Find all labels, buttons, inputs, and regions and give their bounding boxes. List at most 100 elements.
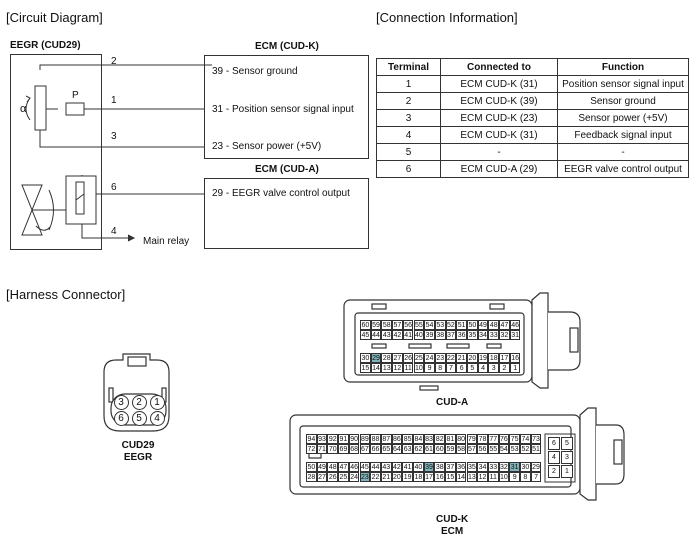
cudk-pin: 61: [423, 444, 435, 454]
cuda-pin: 1: [509, 363, 521, 373]
table-header-row: Terminal Connected to Function: [376, 58, 689, 76]
cuda-pin: 46: [509, 320, 521, 330]
cuda-pin: 6: [456, 363, 467, 373]
cuda-pin: 52: [445, 320, 457, 330]
cudk-pin: 91: [338, 434, 349, 444]
cudk-pin: 67: [359, 444, 371, 454]
cudk-pin: 40: [413, 462, 424, 472]
cudk-pin: 7: [530, 472, 542, 482]
ecm-k-title: ECM (CUD-K): [255, 41, 319, 52]
cud29-label: CUD29: [121, 440, 155, 451]
cuda-pin: 35: [467, 330, 478, 340]
wire-number-6: 6: [111, 182, 117, 193]
cudk-pin: 44: [370, 462, 381, 472]
cudk-pin: 66: [370, 444, 381, 454]
cuda-pin: 45: [360, 330, 371, 340]
ecm-k-box: [204, 55, 369, 159]
cuda-pin: 49: [477, 320, 489, 330]
cudk-pin: 25: [338, 472, 349, 482]
cudk-pin: 21: [380, 472, 392, 482]
cuda-pin: 25: [413, 353, 425, 363]
cuda-pin: 7: [445, 363, 457, 373]
cudk-pin: 45: [359, 462, 371, 472]
cudk-pin: 52: [520, 444, 531, 454]
cuda-pin: 36: [456, 330, 467, 340]
cudk-pin: 81: [445, 434, 456, 444]
cudk-pin: 22: [370, 472, 381, 482]
cudk-pin: 38: [434, 462, 446, 472]
cudk-pin: 93: [316, 434, 328, 444]
cuda-pin: 32: [499, 330, 510, 340]
cudk-pin: 13: [466, 472, 478, 482]
cudk-pin: 17: [423, 472, 435, 482]
cudk-pin: 80: [455, 434, 467, 444]
cudk-pin: 12: [477, 472, 488, 482]
cudk-side-pin: 5: [561, 437, 573, 450]
cudk-side-pin: 2: [548, 465, 560, 478]
cudk-pin: 53: [509, 444, 520, 454]
cudk-pin: 64: [391, 444, 403, 454]
cuda-pin: 4: [477, 363, 489, 373]
cuda-pin: 23: [434, 353, 446, 363]
cudk-pin: 47: [338, 462, 349, 472]
cudk-pin: 49: [316, 462, 328, 472]
cudk-pin: 89: [359, 434, 371, 444]
cudk-pin: 76: [498, 434, 510, 444]
cuda-pin: 19: [477, 353, 489, 363]
cuda-pin: 41: [402, 330, 414, 340]
cudk-pin: 28: [306, 472, 317, 482]
cudk-pin: 78: [477, 434, 488, 444]
cuda-pin: 21: [456, 353, 467, 363]
cudk-pin: 77: [487, 434, 499, 444]
cudk-pin: 35: [466, 462, 478, 472]
cuda-pin: 59: [370, 320, 382, 330]
cudk-pin: 36: [455, 462, 467, 472]
wire-number-2: 2: [111, 56, 117, 67]
cudk-pin: 59: [445, 444, 456, 454]
alpha-symbol: α: [20, 103, 27, 115]
cudk-pin: 85: [402, 434, 413, 444]
cuda-pin: 53: [434, 320, 446, 330]
cudk-pin: 24: [348, 472, 360, 482]
cudk-pin: 19: [402, 472, 413, 482]
table-row: 5--: [376, 143, 689, 161]
cudk-side-pin: 4: [548, 451, 560, 464]
connection-info-heading: [Connection Information]: [376, 10, 518, 25]
cudk-pin: 84: [413, 434, 424, 444]
cudk-pin: 79: [466, 434, 478, 444]
cuda-pin: 33: [488, 330, 500, 340]
cuda-pin: 47: [499, 320, 510, 330]
cuda-pin: 31: [509, 330, 521, 340]
cudk-pin: 62: [413, 444, 424, 454]
wire-number-1: 1: [111, 95, 117, 106]
cudk-pin: 58: [455, 444, 467, 454]
cudk-pin: 86: [391, 434, 403, 444]
cudk-pin: 56: [477, 444, 488, 454]
cudk-pin: 10: [498, 472, 510, 482]
cuda-pin: 8: [434, 363, 446, 373]
cuda-pin: 39: [424, 330, 435, 340]
cudk-pin: 34: [477, 462, 488, 472]
cudk-pin: 8: [520, 472, 531, 482]
ecm-a-box: [204, 178, 369, 249]
cudk-pin: 82: [434, 434, 446, 444]
cuda-pin: 13: [381, 363, 393, 373]
cudk-pin: 63: [402, 444, 413, 454]
cuda-pin: 27: [392, 353, 403, 363]
cud29-pin-grid: 3 2 1 6 5 4: [112, 394, 166, 426]
cuda-pin: 20: [467, 353, 478, 363]
cudk-pin: 48: [327, 462, 339, 472]
cudk-pin: 42: [391, 462, 403, 472]
cuda-pin: 17: [499, 353, 510, 363]
ecm-k-pin-23: 23 - Sensor power (+5V): [212, 141, 322, 152]
cuda-pin: 60: [360, 320, 371, 330]
cuda-pin: 44: [370, 330, 382, 340]
cudk-side-pin: 6: [548, 437, 560, 450]
cudk-pin: 50: [306, 462, 317, 472]
cuda-pin: 42: [392, 330, 403, 340]
harness-connector-heading: [Harness Connector]: [6, 287, 126, 302]
cuda-pin: 43: [381, 330, 393, 340]
